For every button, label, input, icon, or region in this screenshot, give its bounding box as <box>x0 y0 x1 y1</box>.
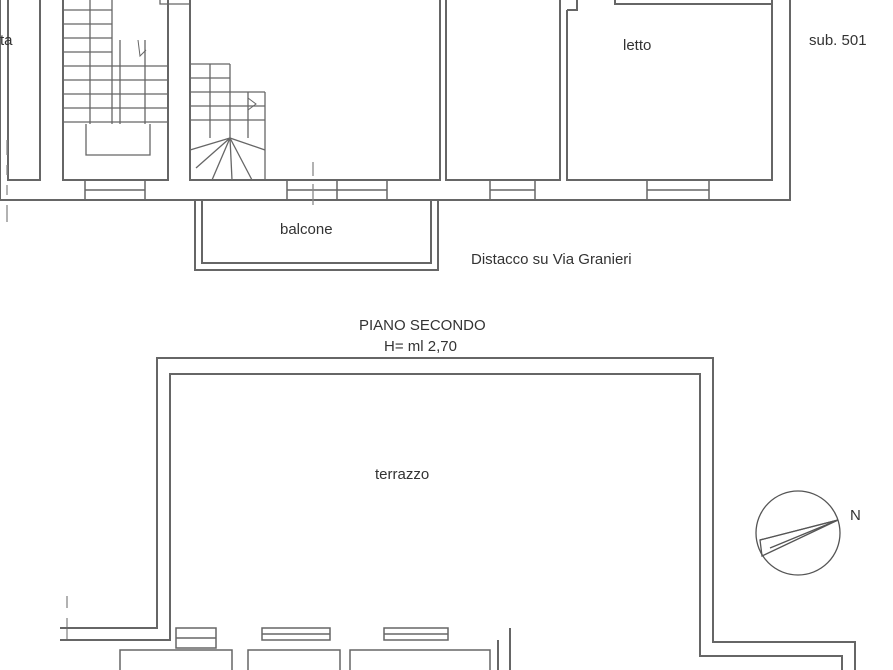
reference-marks <box>6 140 314 640</box>
room-label-balcony: balcone <box>280 221 333 238</box>
second-floor-openings <box>119 627 491 670</box>
staircase-inner <box>189 63 266 181</box>
floor-title: PIANO SECONDO <box>359 317 486 334</box>
room-label-bedroom: letto <box>623 37 652 54</box>
balcony-outline <box>194 200 439 271</box>
room-label-terrace: terrazzo <box>375 466 430 483</box>
room-label-partial: ta <box>0 32 13 49</box>
floor-height: H= ml 2,70 <box>384 338 457 355</box>
window-openings <box>84 179 710 201</box>
upper-floor-walls <box>0 0 791 201</box>
setback-note: Distacco su Via Granieri <box>471 251 632 268</box>
second-floor-walls <box>60 357 856 670</box>
staircase-left <box>63 0 190 156</box>
sub-label: sub. 501 <box>809 32 867 49</box>
compass-north-label: N <box>850 507 861 524</box>
compass-rose-icon <box>755 490 841 576</box>
